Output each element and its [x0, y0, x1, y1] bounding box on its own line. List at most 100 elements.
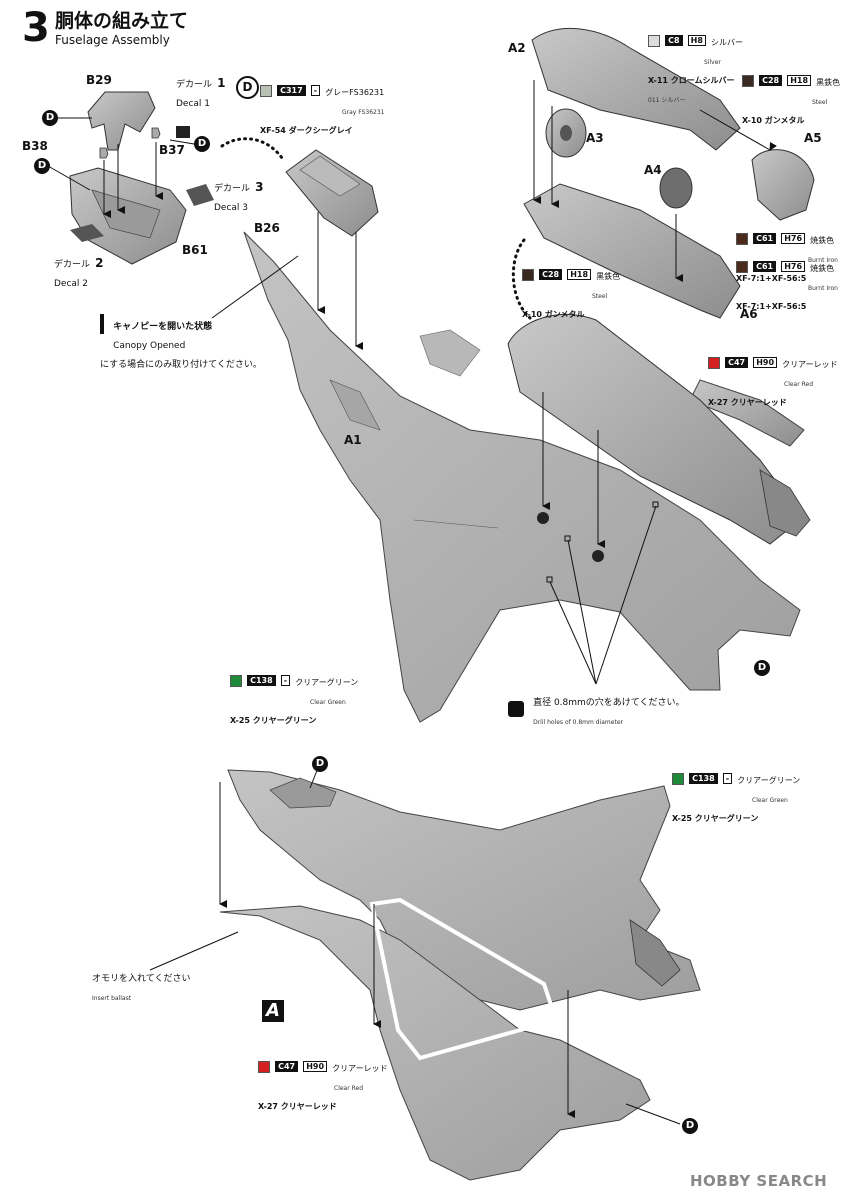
d-marker-4: D — [754, 660, 770, 676]
label-a2: A2 — [508, 41, 526, 55]
en-clear-green-2: Clear Green — [752, 797, 788, 804]
color-gray: C317 - グレーFS36231 Gray FS36231 XF-54 ダーク… — [260, 80, 385, 137]
swatch-burnt-a6 — [736, 260, 748, 273]
canopy-note-jp: キャノピーを開いた状態 — [113, 322, 213, 332]
en-clear-red-2: Clear Red — [334, 1085, 363, 1092]
label-a4: A4 — [644, 163, 662, 177]
decal-1-swatch — [176, 126, 190, 138]
color-clear-red-2: C47 H90 クリアーレッド Clear Red X-27 クリヤーレッド — [258, 1056, 388, 1113]
jp-clear-red-2: クリアーレッド — [332, 1064, 388, 1073]
jp-clear-red-1: クリアーレッド — [782, 360, 838, 369]
code-burnt-a6: C61 — [753, 261, 777, 272]
decal-1-en: Decal 1 — [176, 99, 211, 109]
canopy-arrows — [317, 212, 363, 350]
jp-gray: グレーFS36231 — [325, 88, 385, 97]
decal-3-num: 3 — [255, 180, 264, 194]
color-steel-a6: C28 H18 黒鉄色 Steel X-10 ガンメタル — [522, 264, 620, 321]
drill-markers — [546, 501, 659, 685]
en-steel-a6: Steel — [592, 293, 608, 300]
drill-note-en: Drill holes of 0.8mm diameter — [533, 719, 623, 726]
decal-1-label: デカール 1 Decal 1 — [176, 72, 225, 110]
h-silver: H8 — [687, 35, 706, 46]
jp-clear-green-2: クリアーグリーン — [737, 776, 801, 785]
color-clear-red-1: C47 H90 クリアーレッド Clear Red X-27 クリヤーレッド — [708, 352, 838, 409]
xf-gray: XF-54 ダークシーグレイ — [260, 126, 353, 135]
decal-3-label: デカール 3 Decal 3 — [214, 176, 263, 214]
jp-steel-a2: 黒鉄色 — [816, 78, 841, 87]
color-burnt-a5: C61 H76 焼鉄色 Burnt Iron XF-7:1+XF-56:5 — [736, 228, 838, 285]
color-clear-green-2: C138 - クリアーグリーン Clear Green X-25 クリヤーグリー… — [672, 768, 800, 825]
swatch-steel-a2 — [742, 74, 754, 87]
swatch-burnt-a5 — [736, 232, 748, 245]
engine-nozzle-upper-drawing — [507, 313, 811, 545]
xf-clear-green-1: X-25 クリヤーグリーン — [230, 716, 317, 725]
part-a2-drawing — [531, 28, 741, 151]
tub-arrows — [47, 117, 195, 218]
label-b38: B38 — [22, 139, 48, 153]
h-clear-red-2: H90 — [303, 1061, 328, 1072]
xf-steel-a2: X-10 ガンメタル — [742, 116, 805, 125]
pin-parts — [99, 127, 161, 159]
code-clear-red-1: C47 — [725, 357, 749, 368]
extra-silver: 011 シルバー — [648, 97, 686, 104]
part-a5-drawing — [751, 149, 815, 221]
drill-note-jp: 直径 0.8mmの穴をあけてください。 — [533, 698, 685, 708]
ballast-note-en: Insert ballast — [92, 995, 132, 1002]
label-a1: A1 — [344, 433, 362, 447]
code-clear-green-1: C138 — [247, 675, 276, 686]
xf-burnt-a6: XF-7:1+XF-56:5 — [736, 302, 807, 311]
color-silver: C8 H8 シルバー Silver X-11 クロームシルバー 011 シルバー — [648, 30, 743, 106]
decal-1-jp: デカール — [176, 80, 213, 90]
en-burnt-a6: Burnt Iron — [808, 285, 838, 292]
code-steel-a6: C28 — [539, 269, 563, 280]
label-b29: B29 — [86, 73, 112, 87]
aircraft-lower-drawing — [219, 769, 701, 1181]
h-gray: - — [310, 85, 321, 96]
swatch-clear-red-2 — [258, 1060, 270, 1073]
h-clear-red-1: H90 — [753, 357, 778, 368]
en-gray: Gray FS36231 — [342, 109, 385, 116]
d-marker-1: D — [42, 110, 58, 126]
label-b37: B37 — [159, 143, 185, 157]
d-marker-gray-legend: D — [236, 76, 259, 99]
ballast-note-jp: オモリを入れてください — [92, 974, 191, 984]
h-clear-green-1: - — [280, 675, 291, 686]
decal-2-en: Decal 2 — [54, 279, 89, 289]
h-burnt-a6: H76 — [781, 261, 806, 272]
dotted-connector-1 — [220, 137, 284, 160]
view-a-label: A — [262, 1000, 284, 1022]
h-clear-green-2: - — [722, 773, 733, 784]
h-steel-a2: H18 — [787, 75, 812, 86]
en-clear-red-1: Clear Red — [784, 381, 813, 388]
drill-icon — [508, 701, 524, 717]
code-clear-green-2: C138 — [689, 773, 718, 784]
jp-silver: シルバー — [710, 38, 743, 47]
xf-clear-green-2: X-25 クリヤーグリーン — [672, 814, 759, 823]
part-b61-drawing — [69, 167, 187, 265]
code-gray: C317 — [277, 85, 306, 96]
watermark-logo: HOBBY SEARCH — [690, 1172, 828, 1190]
canopy-drawing — [285, 149, 379, 237]
swatch-silver — [648, 34, 660, 47]
label-a6: A6 — [740, 307, 758, 321]
d-marker-2: D — [34, 158, 50, 174]
part-b29-drawing — [87, 91, 156, 151]
decal-1-num: 1 — [217, 76, 226, 90]
h-burnt-a5: H76 — [781, 233, 806, 244]
xf-clear-red-2: X-27 クリヤーレッド — [258, 1102, 337, 1111]
aircraft-upper-drawing — [243, 231, 805, 723]
xf-clear-red-1: X-27 クリヤーレッド — [708, 398, 787, 407]
decal-3-strip — [186, 184, 214, 206]
jp-clear-green-1: クリアーグリーン — [295, 678, 359, 687]
step-title-en: Fuselage Assembly — [55, 33, 170, 47]
color-steel-a2: C28 H18 黒鉄色 Steel X-10 ガンメタル — [742, 70, 840, 127]
decal-2-label: デカール 2 Decal 2 — [54, 252, 103, 290]
nozzle-arrows — [542, 392, 605, 548]
swatch-gray — [260, 84, 272, 97]
en-burnt-a5: Burnt Iron — [808, 257, 838, 264]
jp-burnt-a5: 焼鉄色 — [810, 236, 835, 245]
step-number: 3 — [22, 5, 50, 51]
decal-2-jp: デカール — [54, 260, 91, 270]
label-a3: A3 — [586, 131, 604, 145]
canopy-note: キャノピーを開いた状態 Canopy Opened にする場合にのみ取り付けてく… — [100, 314, 262, 371]
